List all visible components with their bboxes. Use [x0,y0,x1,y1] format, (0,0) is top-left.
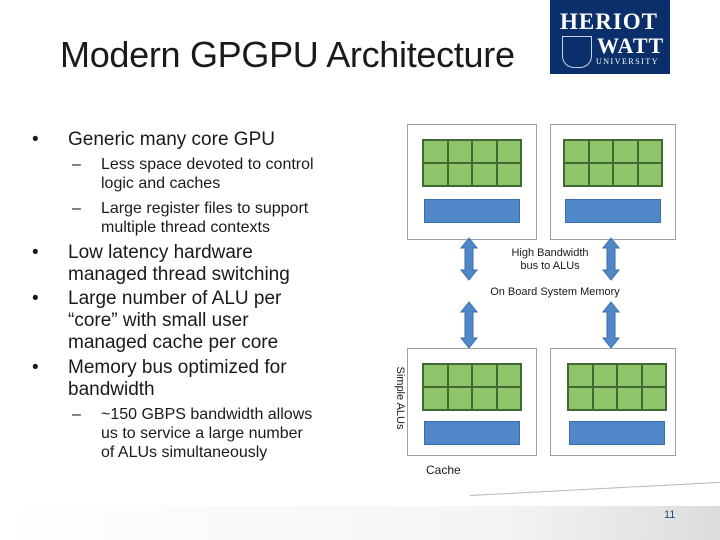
alu-grid [563,139,663,187]
sub-bullet-3-line-2: us to service a large number [101,425,303,442]
high-bandwidth-line-2: bus to ALUs [520,260,580,272]
logo-line-1: HERIOT [560,9,659,34]
sub-bullet-3-line-3: of ALUs simultaneously [101,444,268,461]
simple-alus-label: Simple ALUs [394,366,406,430]
bullet-4-line-2: bandwidth [68,379,155,400]
bullet-dot-icon: • [32,357,39,378]
footer-band [0,506,720,540]
core-bottom-right [550,348,676,456]
alu-grid [567,363,667,411]
cache-block [565,199,661,223]
gpu-diagram: High Bandwidth bus to ALUs On Board Syst… [380,120,710,477]
dash-icon: – [72,406,81,423]
bullet-3-line-2: “core” with small user [68,310,249,331]
core-top-right [550,124,676,240]
logo-line-2: WATT [597,33,665,58]
bullet-2-line-2: managed thread switching [68,264,290,285]
bullet-4-line-1: Memory bus optimized for [68,357,287,378]
dash-icon: – [72,156,81,173]
cache-label: Cache [426,463,461,477]
bullet-dot-icon: • [32,288,39,309]
bullet-dot-icon: • [32,129,39,150]
crest-icon [562,36,592,68]
high-bandwidth-label: High Bandwidth bus to ALUs [490,247,610,273]
cache-block [569,421,665,445]
arrow-up-down [459,301,479,349]
bullet-dot-icon: • [32,242,39,263]
arrow-up-down [601,301,621,349]
high-bandwidth-line-1: High Bandwidth [511,247,589,259]
footer-rule [469,481,720,496]
memory-label: On Board System Memory [490,286,620,298]
sub-bullet-3-line-1: ~150 GBPS bandwidth allows [101,406,313,423]
bullet-3-line-3: managed cache per core [68,332,279,353]
university-logo: HERIOT WATT UNIVERSITY [550,0,670,74]
sub-bullet-2-line-2: multiple thread contexts [101,219,270,236]
sub-bullet-1-line-2: logic and caches [101,175,221,192]
cache-block [424,421,520,445]
alu-grid [422,139,522,187]
dash-icon: – [72,200,81,217]
cache-block [424,199,520,223]
sub-bullet-2-line-1: Large register files to support [101,200,309,217]
core-bottom-left [407,348,537,456]
slide-title: Modern GPGPU Architecture [60,34,515,75]
page-number: 11 [664,509,676,521]
sub-bullet-1-line-1: Less space devoted to control [101,156,314,173]
alu-grid [422,363,522,411]
core-top-left [407,124,537,240]
bullet-1-text: Generic many core GPU [68,129,275,150]
bullet-2-line-1: Low latency hardware [68,242,253,263]
arrow-up-down [601,237,621,281]
bullet-3-line-1: Large number of ALU per [68,288,282,309]
logo-line-3: UNIVERSITY [596,57,659,66]
arrow-up-down [459,237,479,281]
